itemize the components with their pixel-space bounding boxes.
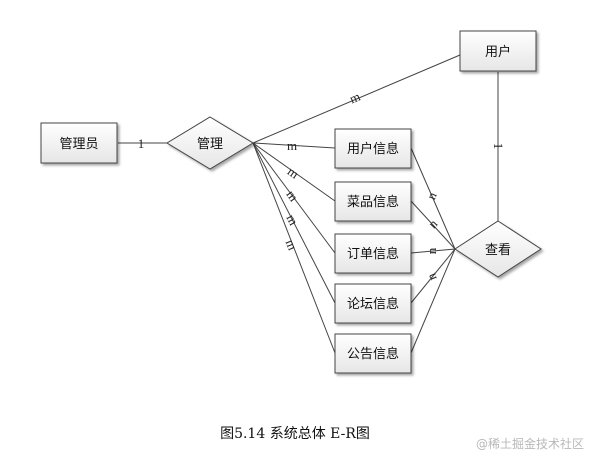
card-manage-user: m xyxy=(347,89,362,107)
figure-caption: 图5.14 系统总体 E-R图 xyxy=(220,426,370,442)
card-user-view: 1 xyxy=(491,143,506,150)
card-view-dish-info: n xyxy=(425,216,441,231)
line-manage-user-info xyxy=(252,142,336,149)
card-manage-dish-info: m xyxy=(285,164,302,182)
entity-user-info-label: 用户信息 xyxy=(347,141,399,157)
line-view-forum-info xyxy=(410,248,456,304)
entity-user-info: 用户信息 xyxy=(334,128,412,169)
line-view-dish-info xyxy=(410,200,456,250)
relationship-view-label: 查看 xyxy=(485,242,511,258)
line-view-order-info xyxy=(410,248,456,254)
line-manage-order-info xyxy=(252,142,336,254)
card-admin-manage: 1 xyxy=(138,136,145,151)
line-manage-notice-info xyxy=(252,142,336,354)
line-view-user-info xyxy=(410,147,456,250)
entity-notice-info: 公告信息 xyxy=(334,333,412,374)
line-manage-forum-info xyxy=(252,142,336,304)
entity-forum-info-label: 论坛信息 xyxy=(347,296,399,312)
entity-dish-info: 菜品信息 xyxy=(334,181,412,222)
card-manage-user-info: m xyxy=(287,138,297,153)
line-manage-user xyxy=(252,54,461,144)
line-manage-dish-info xyxy=(252,142,336,202)
relationship-view: 查看 xyxy=(454,220,542,278)
entity-admin-label: 管理员 xyxy=(59,137,98,152)
entity-dish-info-label: 菜品信息 xyxy=(347,194,399,210)
entity-notice-info-label: 公告信息 xyxy=(347,346,399,362)
entity-forum-info: 论坛信息 xyxy=(334,283,412,324)
card-manage-forum-info: m xyxy=(283,212,301,228)
card-manage-order-info: m xyxy=(283,187,301,204)
card-view-forum-info: n xyxy=(423,271,440,283)
card-view-user-info: n xyxy=(423,189,440,201)
connector-lines xyxy=(118,54,499,354)
relationship-manage-label: 管理 xyxy=(197,137,223,152)
entity-order-info: 订单信息 xyxy=(334,233,412,274)
entity-admin: 管理员 xyxy=(40,122,118,164)
card-view-order-info: n xyxy=(424,247,439,254)
line-view-notice-info xyxy=(410,248,456,354)
entity-user-label: 用户 xyxy=(485,44,511,60)
card-manage-notice-info: m xyxy=(283,237,301,252)
entity-user: 用户 xyxy=(459,30,537,72)
relationship-manage: 管理 xyxy=(166,116,254,170)
watermark: @稀土掘金技术社区 xyxy=(476,436,584,451)
entity-order-info-label: 订单信息 xyxy=(347,246,399,262)
